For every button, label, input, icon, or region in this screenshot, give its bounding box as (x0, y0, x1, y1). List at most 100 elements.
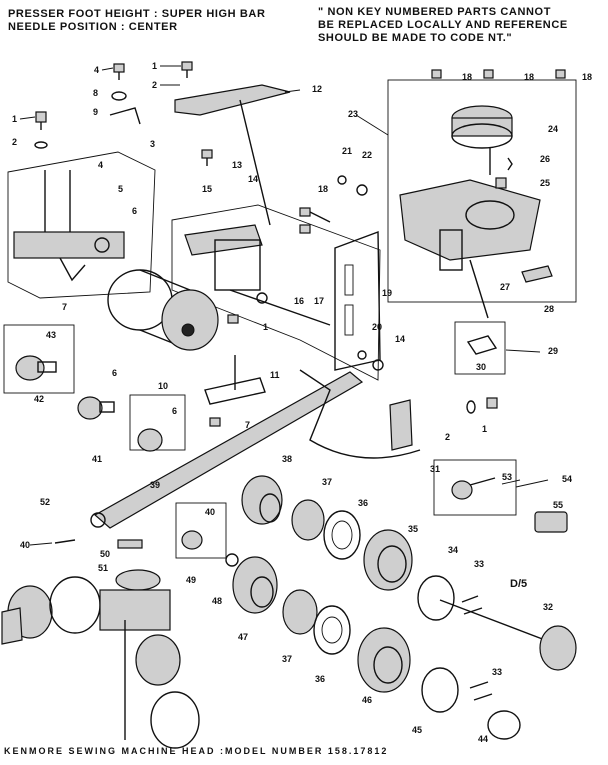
callout-2b: 2 (12, 137, 17, 147)
callout-36a: 36 (358, 498, 368, 508)
callout-48: 48 (212, 596, 222, 606)
washer-part-22 (356, 184, 368, 196)
screws-part-33-lower (469, 681, 493, 701)
screw-part-1-mid (227, 314, 239, 324)
screw-part-7 (209, 417, 221, 427)
callout-50: 50 (100, 549, 110, 559)
callout-18a: 18 (318, 184, 328, 194)
cam-part-47 (232, 556, 278, 614)
callout-18b: 18 (462, 72, 472, 82)
washer-part-20 (357, 350, 367, 360)
callout-7a: 7 (62, 302, 67, 312)
plate-part-19 (334, 230, 381, 371)
screw-part-13 (201, 149, 213, 166)
callout-4a: 4 (94, 65, 99, 75)
lever-part-28 (521, 265, 553, 283)
cam-part-46 (357, 627, 411, 693)
callout-32: 32 (543, 602, 553, 612)
part-49 (181, 530, 203, 550)
block-part-25 (495, 177, 507, 189)
callout-24: 24 (548, 124, 558, 134)
callout-44: 44 (478, 734, 488, 744)
callout-3: 3 (150, 139, 155, 149)
callout-30: 30 (476, 362, 486, 372)
part-48 (225, 553, 239, 567)
callout-52: 52 (40, 497, 50, 507)
dial-part-51 (115, 569, 161, 591)
callout-19: 19 (382, 288, 392, 298)
callout-7b: 7 (245, 420, 250, 430)
box-feed-assembly (387, 79, 577, 303)
header-note-line2: BE REPLACED LOCALLY AND REFERENCE (318, 19, 568, 31)
header-note-line1: " NON KEY NUMBERED PARTS CANNOT (318, 6, 552, 18)
pin-part-50 (117, 539, 143, 549)
part-54 (451, 477, 496, 500)
callout-42: 42 (34, 394, 44, 404)
part-41 (77, 396, 115, 420)
callout-20: 20 (372, 322, 382, 332)
screw-part-40 (54, 539, 76, 544)
washer-part-2-right (466, 400, 476, 414)
callout-51: 51 (98, 563, 108, 573)
callout-4b: 4 (98, 160, 103, 170)
lever-part-12 (174, 84, 291, 226)
header-left: PRESSER FOOT HEIGHT : SUPER HIGH BAR NEE… (8, 8, 266, 34)
part-39 (137, 428, 163, 452)
callout-45: 45 (412, 725, 422, 735)
callout-25: 25 (540, 178, 550, 188)
callout-18d: 18 (582, 72, 592, 82)
lever-part-9 (109, 107, 141, 125)
callouts: 4 1 2 8 9 12 1 2 3 4 5 6 13 14 15 18 21 … (12, 61, 592, 744)
header-note: " NON KEY NUMBERED PARTS CANNOT BE REPLA… (318, 6, 603, 45)
callout-8: 8 (93, 88, 98, 98)
cam-part-36-lower (313, 605, 351, 655)
callout-43: 43 (46, 330, 56, 340)
screws-part-33-upper (461, 595, 483, 615)
cam-part-38 (241, 475, 283, 525)
callout-2a: 2 (152, 80, 157, 90)
callout-23: 23 (348, 109, 358, 119)
callout-15: 15 (202, 184, 212, 194)
callout-34: 34 (448, 545, 458, 555)
washer-part-14-right (372, 359, 384, 371)
callout-47: 47 (238, 632, 248, 642)
screws-part-18-top (431, 69, 566, 79)
box-part-42 (3, 324, 75, 394)
callout-14b: 14 (395, 334, 405, 344)
callout-12: 12 (312, 84, 322, 94)
callout-46: 46 (362, 695, 372, 705)
callout-2c: 2 (445, 432, 450, 442)
callout-54: 54 (562, 474, 572, 484)
callout-10: 10 (158, 381, 168, 391)
box-presser-assembly (7, 151, 156, 299)
machine-head-assembly (1, 576, 200, 749)
cam-part-34 (417, 575, 455, 621)
screw-part-4 (113, 63, 125, 80)
callout-5: 5 (118, 184, 123, 194)
callout-6b: 6 (112, 368, 117, 378)
cam-part-37-lower (282, 589, 318, 635)
box-needle-bar-assembly (171, 204, 381, 381)
bracket-part-11 (204, 355, 266, 405)
callout-31: 31 (430, 464, 440, 474)
header-needle-position: NEEDLE POSITION : CENTER (8, 21, 178, 33)
callout-49: 49 (186, 575, 196, 585)
screw-part-1-top (181, 61, 193, 78)
feed-rod-part-52 (90, 371, 364, 529)
washer-part-2-left (34, 141, 48, 149)
feed-mechanism-part-23 (399, 179, 541, 319)
callout-1b: 1 (12, 114, 17, 124)
callout-27: 27 (500, 282, 510, 292)
callout-40a: 40 (205, 507, 215, 517)
callout-33b: 33 (492, 667, 502, 677)
callout-11: 11 (270, 370, 280, 380)
callout-1d: 1 (482, 424, 487, 434)
callout-29: 29 (548, 346, 558, 356)
callout-21: 21 (342, 146, 352, 156)
callout-33a: 33 (474, 559, 484, 569)
callout-26: 26 (540, 154, 550, 164)
callout-35: 35 (408, 524, 418, 534)
callout-22: 22 (362, 150, 372, 160)
needle-bar-part-15 (184, 224, 331, 326)
cam-part-36-upper (323, 510, 361, 560)
